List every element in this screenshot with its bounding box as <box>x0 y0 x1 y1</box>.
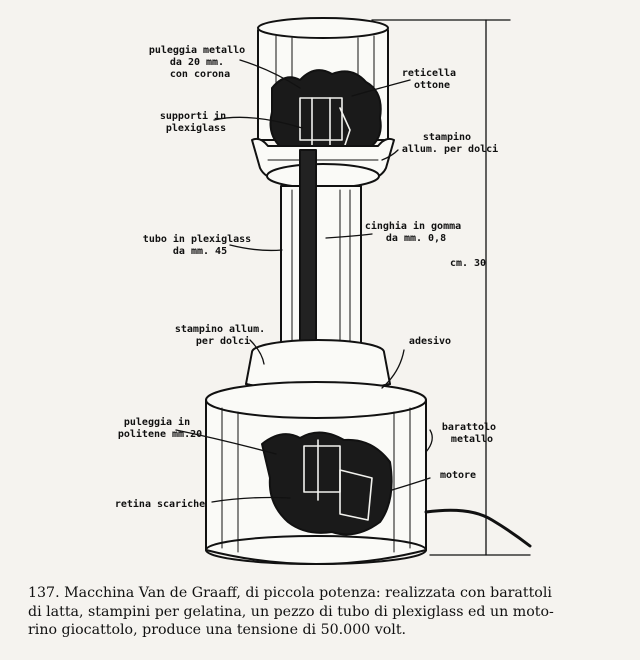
height-dimension-line <box>371 19 531 556</box>
top-stampino <box>251 137 395 189</box>
label-stampino-bottom: stampino allum. per dolci <box>175 323 271 347</box>
label-stampino-top: stampino allum. per dolci <box>402 131 498 155</box>
label-supporti: supporti in plexiglass <box>160 110 232 134</box>
caption-line-1: 137. Macchina Van de Graaff, di piccola … <box>28 585 552 601</box>
top-mesh <box>269 69 382 159</box>
top-pulley <box>299 97 351 151</box>
van-de-graaff-diagram: puleggia metallo da 20 mm. con corona re… <box>115 17 532 565</box>
plexiglass-tube <box>280 185 362 361</box>
label-retina: retina scariche <box>115 498 205 510</box>
figure-caption: 137. Macchina Van de Graaff, di piccola … <box>28 584 628 640</box>
label-motore: motore <box>440 470 476 481</box>
label-barattolo: barattolo metallo <box>442 422 502 445</box>
lower-pulley <box>303 439 373 521</box>
label-cinghia: cinghia in gomma da mm. 0,8 <box>365 220 467 244</box>
leader-lines <box>175 59 433 503</box>
label-puleggia-politene: puleggia in politene mm.20 <box>118 416 202 440</box>
caption-line-3: rino giocattolo, produce una tensione di… <box>28 622 407 638</box>
label-tubo: tubo in plexiglass da mm. 45 <box>143 233 257 257</box>
caption-line-2: di latta, stampini per gelatina, un pezz… <box>28 603 554 620</box>
motor-assembly <box>261 431 393 536</box>
label-puleggia-metallo: puleggia metallo da 20 mm. con corona <box>149 44 251 80</box>
power-cable <box>424 508 532 548</box>
label-adesivo: adesivo <box>409 335 451 347</box>
label-reticella: reticella ottone <box>402 67 462 91</box>
rubber-belt <box>299 149 317 361</box>
label-height: cm. 30 <box>450 258 486 269</box>
